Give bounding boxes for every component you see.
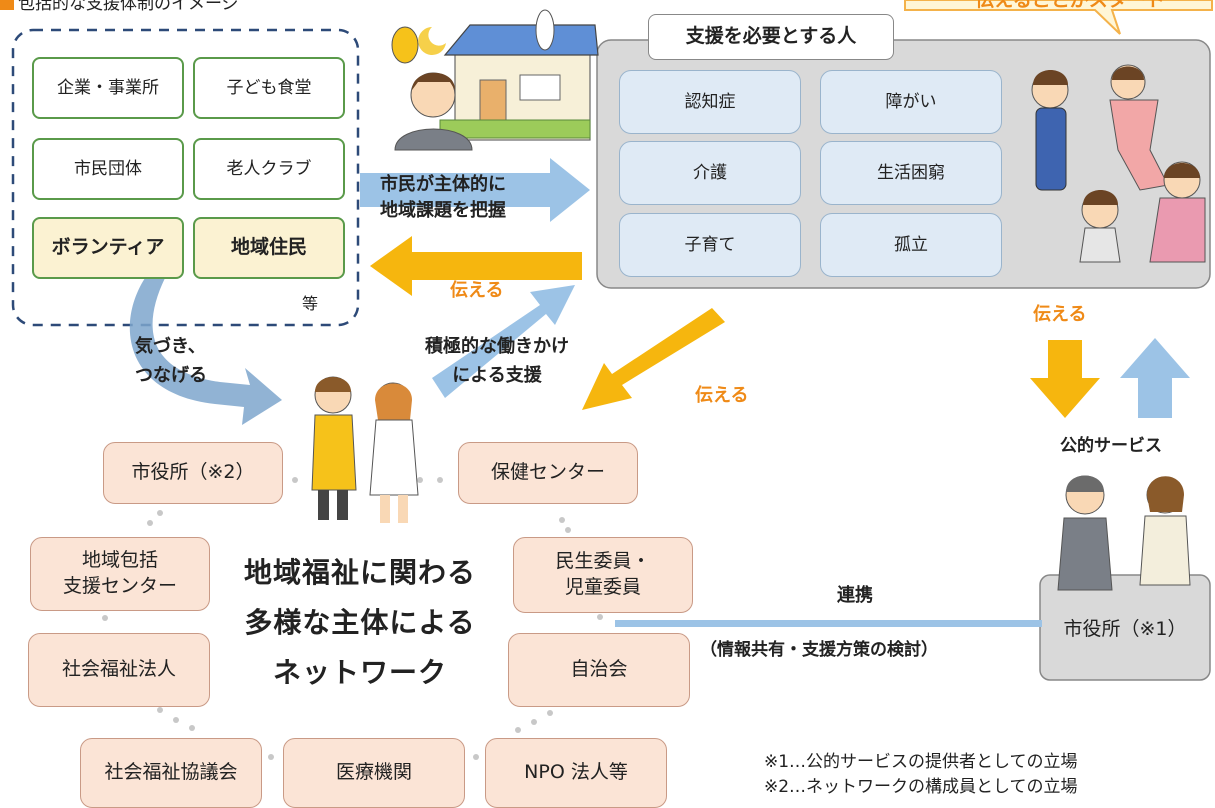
- node-neighborhood: 自治会: [508, 633, 690, 707]
- need-support-title: 支援を必要とする人: [648, 14, 894, 60]
- outreach-label: 積極的な働きかけ による支援: [425, 336, 569, 386]
- public-arrow-up: [1120, 338, 1190, 418]
- need-item-childcare: 子育て: [619, 213, 801, 277]
- node-medical: 医療機関: [283, 738, 465, 808]
- need-item-dementia: 認知症: [619, 70, 801, 134]
- need-item-care: 介護: [619, 141, 801, 205]
- need-item-isolation: 孤立: [820, 213, 1002, 277]
- node-welfare-council: 社会福祉協議会: [80, 738, 262, 808]
- need-item-poverty: 生活困窮: [820, 141, 1002, 205]
- tell-label-3: 伝える: [1033, 304, 1087, 325]
- public-office: 市役所（※1）: [1063, 618, 1187, 641]
- tell-arrow-down: [1030, 340, 1100, 418]
- staff-illustration: [1057, 475, 1191, 591]
- page-title: 包括的な支援体制のイメージ: [18, 0, 239, 14]
- node-regional-center: 地域包括 支援センター: [30, 537, 210, 611]
- callout-bubble: [904, 0, 1213, 35]
- note-1: ※1…公的サービスの提供者としての立場: [764, 752, 1078, 772]
- link-subtitle: （情報共有・支援方策の検討）: [700, 640, 938, 660]
- notice-arrow: [129, 278, 282, 425]
- node-city-office: 市役所（※2）: [103, 442, 283, 504]
- community-item-seniors-club: 老人クラブ: [193, 138, 345, 200]
- community-item-residents: 地域住民: [193, 217, 345, 279]
- node-commissioners: 民生委員・ 児童委員: [513, 537, 693, 613]
- link-line: [615, 620, 1042, 627]
- callout-text: 伝えることがスタート: [975, 0, 1165, 11]
- node-npo: NPO 法人等: [485, 738, 667, 808]
- community-etc: 等: [302, 294, 319, 313]
- people-illustration: [1031, 64, 1206, 263]
- public-title: 公的サービス: [1060, 436, 1162, 456]
- outreach-arrow: [432, 285, 575, 398]
- network-center-title: 地域福祉に関わる 多様な主体による ネットワーク: [243, 556, 476, 689]
- tell-label-2: 伝える: [695, 385, 749, 406]
- page-header: 包括的な支援体制のイメージ: [18, 0, 239, 14]
- public-panel: [1039, 574, 1211, 681]
- tell-arrow-left: [370, 236, 582, 296]
- header-square-icon: [0, 0, 14, 10]
- community-item-company: 企業・事業所: [32, 57, 184, 119]
- house-illustration: [391, 9, 599, 151]
- community-item-volunteer: ボランティア: [32, 217, 184, 279]
- link-title: 連携: [837, 585, 873, 606]
- grasp-arrow: [360, 158, 590, 222]
- community-item-civic-group: 市民団体: [32, 138, 184, 200]
- node-welfare-corp: 社会福祉法人: [28, 633, 210, 707]
- note-2: ※2…ネットワークの構成員としての立場: [764, 777, 1078, 797]
- grasp-label: 市民が主体的に 地域課題を把握: [380, 174, 506, 222]
- need-item-disability: 障がい: [820, 70, 1002, 134]
- supporters-illustration: [311, 376, 419, 523]
- tell-arrow-diagonal: [582, 308, 725, 410]
- node-health-center: 保健センター: [458, 442, 638, 504]
- tell-label-1: 伝える: [450, 280, 504, 301]
- community-item-kids-cafeteria: 子ども食堂: [193, 57, 345, 119]
- notice-label: 気づき、 つなげる: [135, 336, 207, 386]
- community-frame: [11, 28, 360, 327]
